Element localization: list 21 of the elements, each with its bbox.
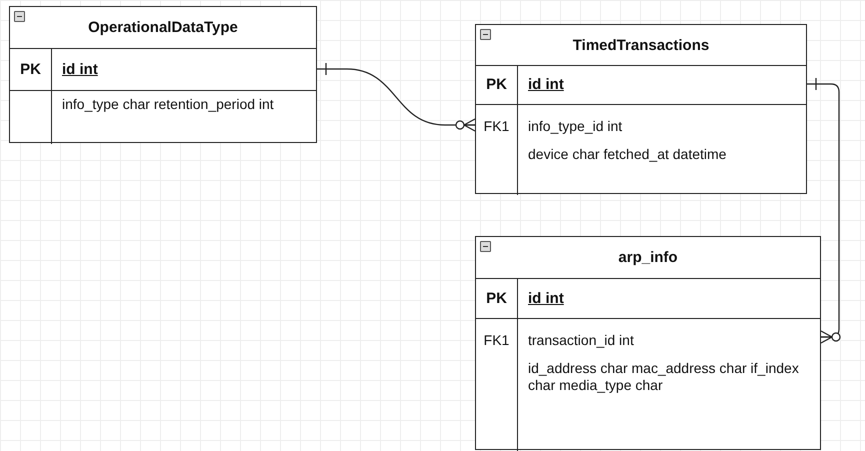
table-title: arp_info — [618, 249, 678, 266]
field-name: id_address char mac_address char if_index char media_type char — [528, 360, 800, 394]
field-name: transaction_id int — [528, 332, 635, 349]
key-label: FK1 — [482, 332, 510, 348]
field-name: info_type char retention_period int — [62, 96, 275, 113]
entity-table — [9, 6, 317, 143]
relationship-line — [317, 62, 476, 132]
field-name: info_type_id int — [528, 118, 624, 135]
field-name: device char fetched_at datetime — [528, 146, 728, 163]
relationship-line — [807, 77, 841, 344]
field-name: id int — [528, 76, 565, 93]
table-title: TimedTransactions — [572, 36, 710, 54]
key-label: FK1 — [482, 118, 510, 134]
key-label: PK — [485, 290, 508, 307]
entity-table — [475, 24, 807, 194]
entity-table — [475, 236, 821, 450]
field-name: id int — [528, 290, 565, 307]
key-label: PK — [19, 61, 42, 78]
table-title: OperationalDataType — [88, 19, 238, 36]
key-label: PK — [485, 76, 508, 93]
field-name: id int — [62, 61, 99, 78]
